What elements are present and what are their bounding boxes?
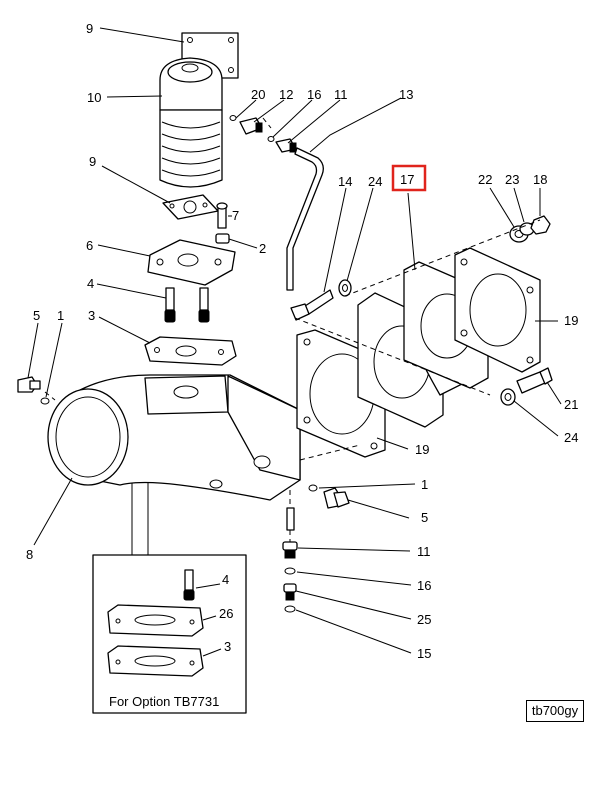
callout-1-right: 1 [421, 477, 428, 492]
callout-8: 8 [26, 547, 33, 562]
callout-23: 23 [505, 172, 519, 187]
callouts: 9 10 20 12 16 11 13 9 7 2 6 4 3 5 1 8 14… [26, 21, 578, 661]
part-9-mid-gasket [162, 194, 219, 220]
callout-19-bottom: 19 [415, 442, 429, 457]
part-20-fitting [229, 115, 237, 121]
callout-24-right: 24 [564, 430, 578, 445]
part-24-washer-top [338, 279, 352, 297]
inset-callout-4: 4 [222, 572, 229, 587]
part-16-ring-top [267, 136, 275, 142]
part-8-elbow-housing [47, 374, 301, 501]
inset-callout-3: 3 [224, 639, 231, 654]
callout-7: 7 [232, 208, 239, 223]
part-1-washer-left [40, 397, 50, 405]
callout-24-top: 24 [368, 174, 382, 189]
callout-3: 3 [88, 308, 95, 323]
callout-22: 22 [478, 172, 492, 187]
callout-10: 10 [87, 90, 101, 105]
part-1-washer-right [308, 484, 318, 492]
inset-part-3-gasket [107, 645, 204, 677]
callout-4: 4 [87, 276, 94, 291]
part-24-washer-right [500, 388, 516, 406]
option-inset: For Option TB7731 [92, 554, 247, 714]
callout-14: 14 [338, 174, 352, 189]
callout-16-bottom: 16 [417, 578, 431, 593]
callout-5-right: 5 [421, 510, 428, 525]
callout-1-left: 1 [57, 308, 64, 323]
part-11-fitting-top [275, 138, 297, 153]
inset-part-26-gasket [107, 604, 204, 637]
callout-21: 21 [564, 397, 578, 412]
leader-lines [27, 27, 562, 654]
callout-13: 13 [399, 87, 413, 102]
part-7-screw [216, 202, 228, 229]
callout-19-right: 19 [564, 313, 578, 328]
callout-11-top: 11 [334, 87, 348, 102]
callout-17: 17 [400, 172, 414, 187]
part-18-nut [530, 215, 551, 235]
part-15-ring [284, 605, 296, 613]
callout-16-top: 16 [307, 87, 321, 102]
part-21-bolt [516, 367, 553, 394]
callout-6: 6 [86, 238, 93, 253]
reference-code: tb700gy [526, 700, 584, 722]
callout-15: 15 [417, 646, 431, 661]
inset-part-4-screw [183, 569, 195, 601]
callout-18: 18 [533, 172, 547, 187]
callout-2: 2 [259, 241, 266, 256]
part-3-gasket [144, 336, 237, 366]
part-14-bolt [290, 289, 334, 321]
callout-9-mid: 9 [89, 154, 96, 169]
part-6-adapter [147, 239, 236, 286]
highlight-box-17 [391, 164, 427, 192]
callout-20: 20 [251, 87, 265, 102]
part-4-screws [164, 287, 210, 323]
inset-callout-26: 26 [219, 606, 233, 621]
part-13-breather-tube [286, 147, 324, 291]
callout-5-left: 5 [33, 308, 40, 323]
part-12-connector [239, 117, 263, 135]
part-2-nut [215, 233, 230, 244]
part-25-fitting [283, 583, 297, 601]
part-11-fitting-bottom [282, 541, 298, 559]
drain-tube [286, 507, 295, 531]
part-19-gasket-right [454, 247, 541, 373]
part-5-plug-right [323, 487, 350, 509]
callout-9-top: 9 [86, 21, 93, 36]
callout-25: 25 [417, 612, 431, 627]
part-10-air-filter [159, 57, 223, 188]
callout-12: 12 [279, 87, 293, 102]
inset-caption: For Option TB7731 [109, 694, 219, 709]
part-5-plug-left [17, 376, 41, 393]
part-16-ring-bottom [284, 567, 296, 575]
callout-11-bottom: 11 [417, 544, 431, 559]
